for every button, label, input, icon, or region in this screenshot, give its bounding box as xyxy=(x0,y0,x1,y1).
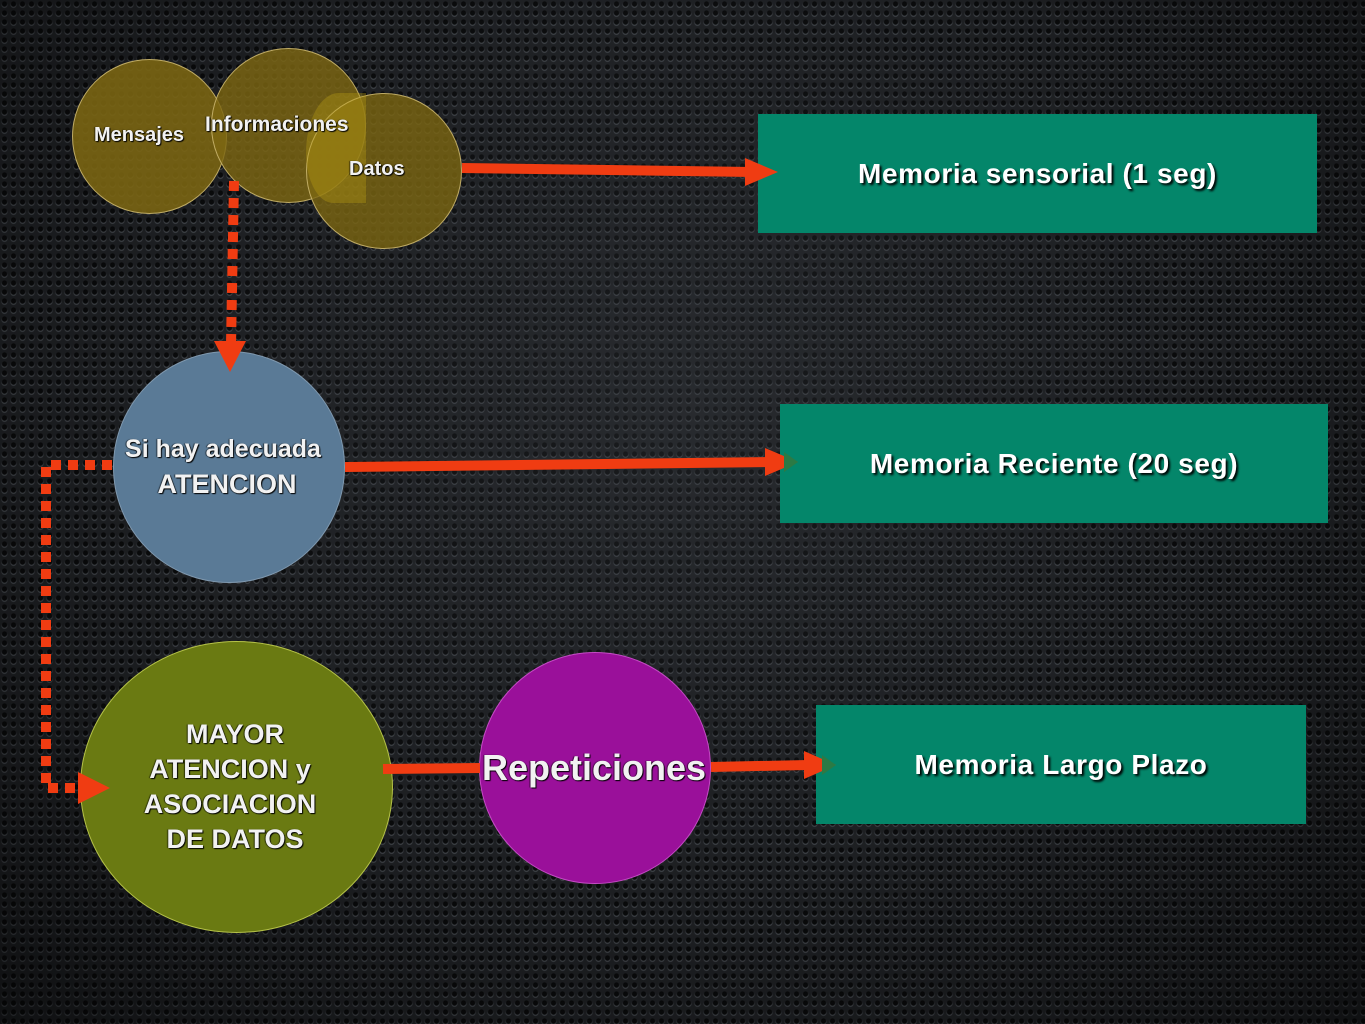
memoria-sensorial-box: Memoria sensorial (1 seg) xyxy=(758,114,1317,233)
memoria-reciente-label: Memoria Reciente (20 seg) xyxy=(869,447,1239,479)
asociacion-label-line1: MAYOR xyxy=(185,719,285,749)
repeticiones-label: Repeticiones xyxy=(481,747,707,788)
mensajes-label: Mensajes xyxy=(94,124,185,146)
asociacion-label-line2: ATENCION y xyxy=(149,754,311,784)
informaciones-label: Informaciones xyxy=(205,113,349,136)
dotted-arrow-to-asociacion xyxy=(41,460,112,804)
asociacion-label-line3: ASOCIACION xyxy=(143,789,317,819)
dotted-arrow-to-atencion xyxy=(214,180,246,372)
memoria-reciente-box: Memoria Reciente (20 seg) xyxy=(780,404,1328,523)
repeticiones-circle xyxy=(479,652,711,884)
memoria-sensorial-label: Memoria sensorial (1 seg) xyxy=(858,157,1217,189)
atencion-label-line1: Si hay adecuada xyxy=(125,435,321,463)
mensajes-circle xyxy=(72,59,227,214)
arrow-to-memoria-largo-plazo xyxy=(710,751,836,779)
memoria-largo-plazo-label: Memoria Largo Plazo xyxy=(914,748,1208,780)
overlap-highlight xyxy=(306,93,366,203)
datos-circle xyxy=(306,93,462,249)
asociacion-circle xyxy=(80,641,393,933)
datos-label: Datos xyxy=(349,158,405,180)
arrow-to-memoria-reciente xyxy=(344,448,798,476)
atencion-circle xyxy=(113,351,345,583)
arrow-to-memoria-sensorial xyxy=(461,158,778,186)
atencion-label-line2: ATENCION xyxy=(157,469,297,499)
line-asociacion-to-repeticiones xyxy=(382,763,481,774)
asociacion-label-line4: DE DATOS xyxy=(166,824,304,854)
memoria-largo-plazo-box: Memoria Largo Plazo xyxy=(816,705,1306,824)
